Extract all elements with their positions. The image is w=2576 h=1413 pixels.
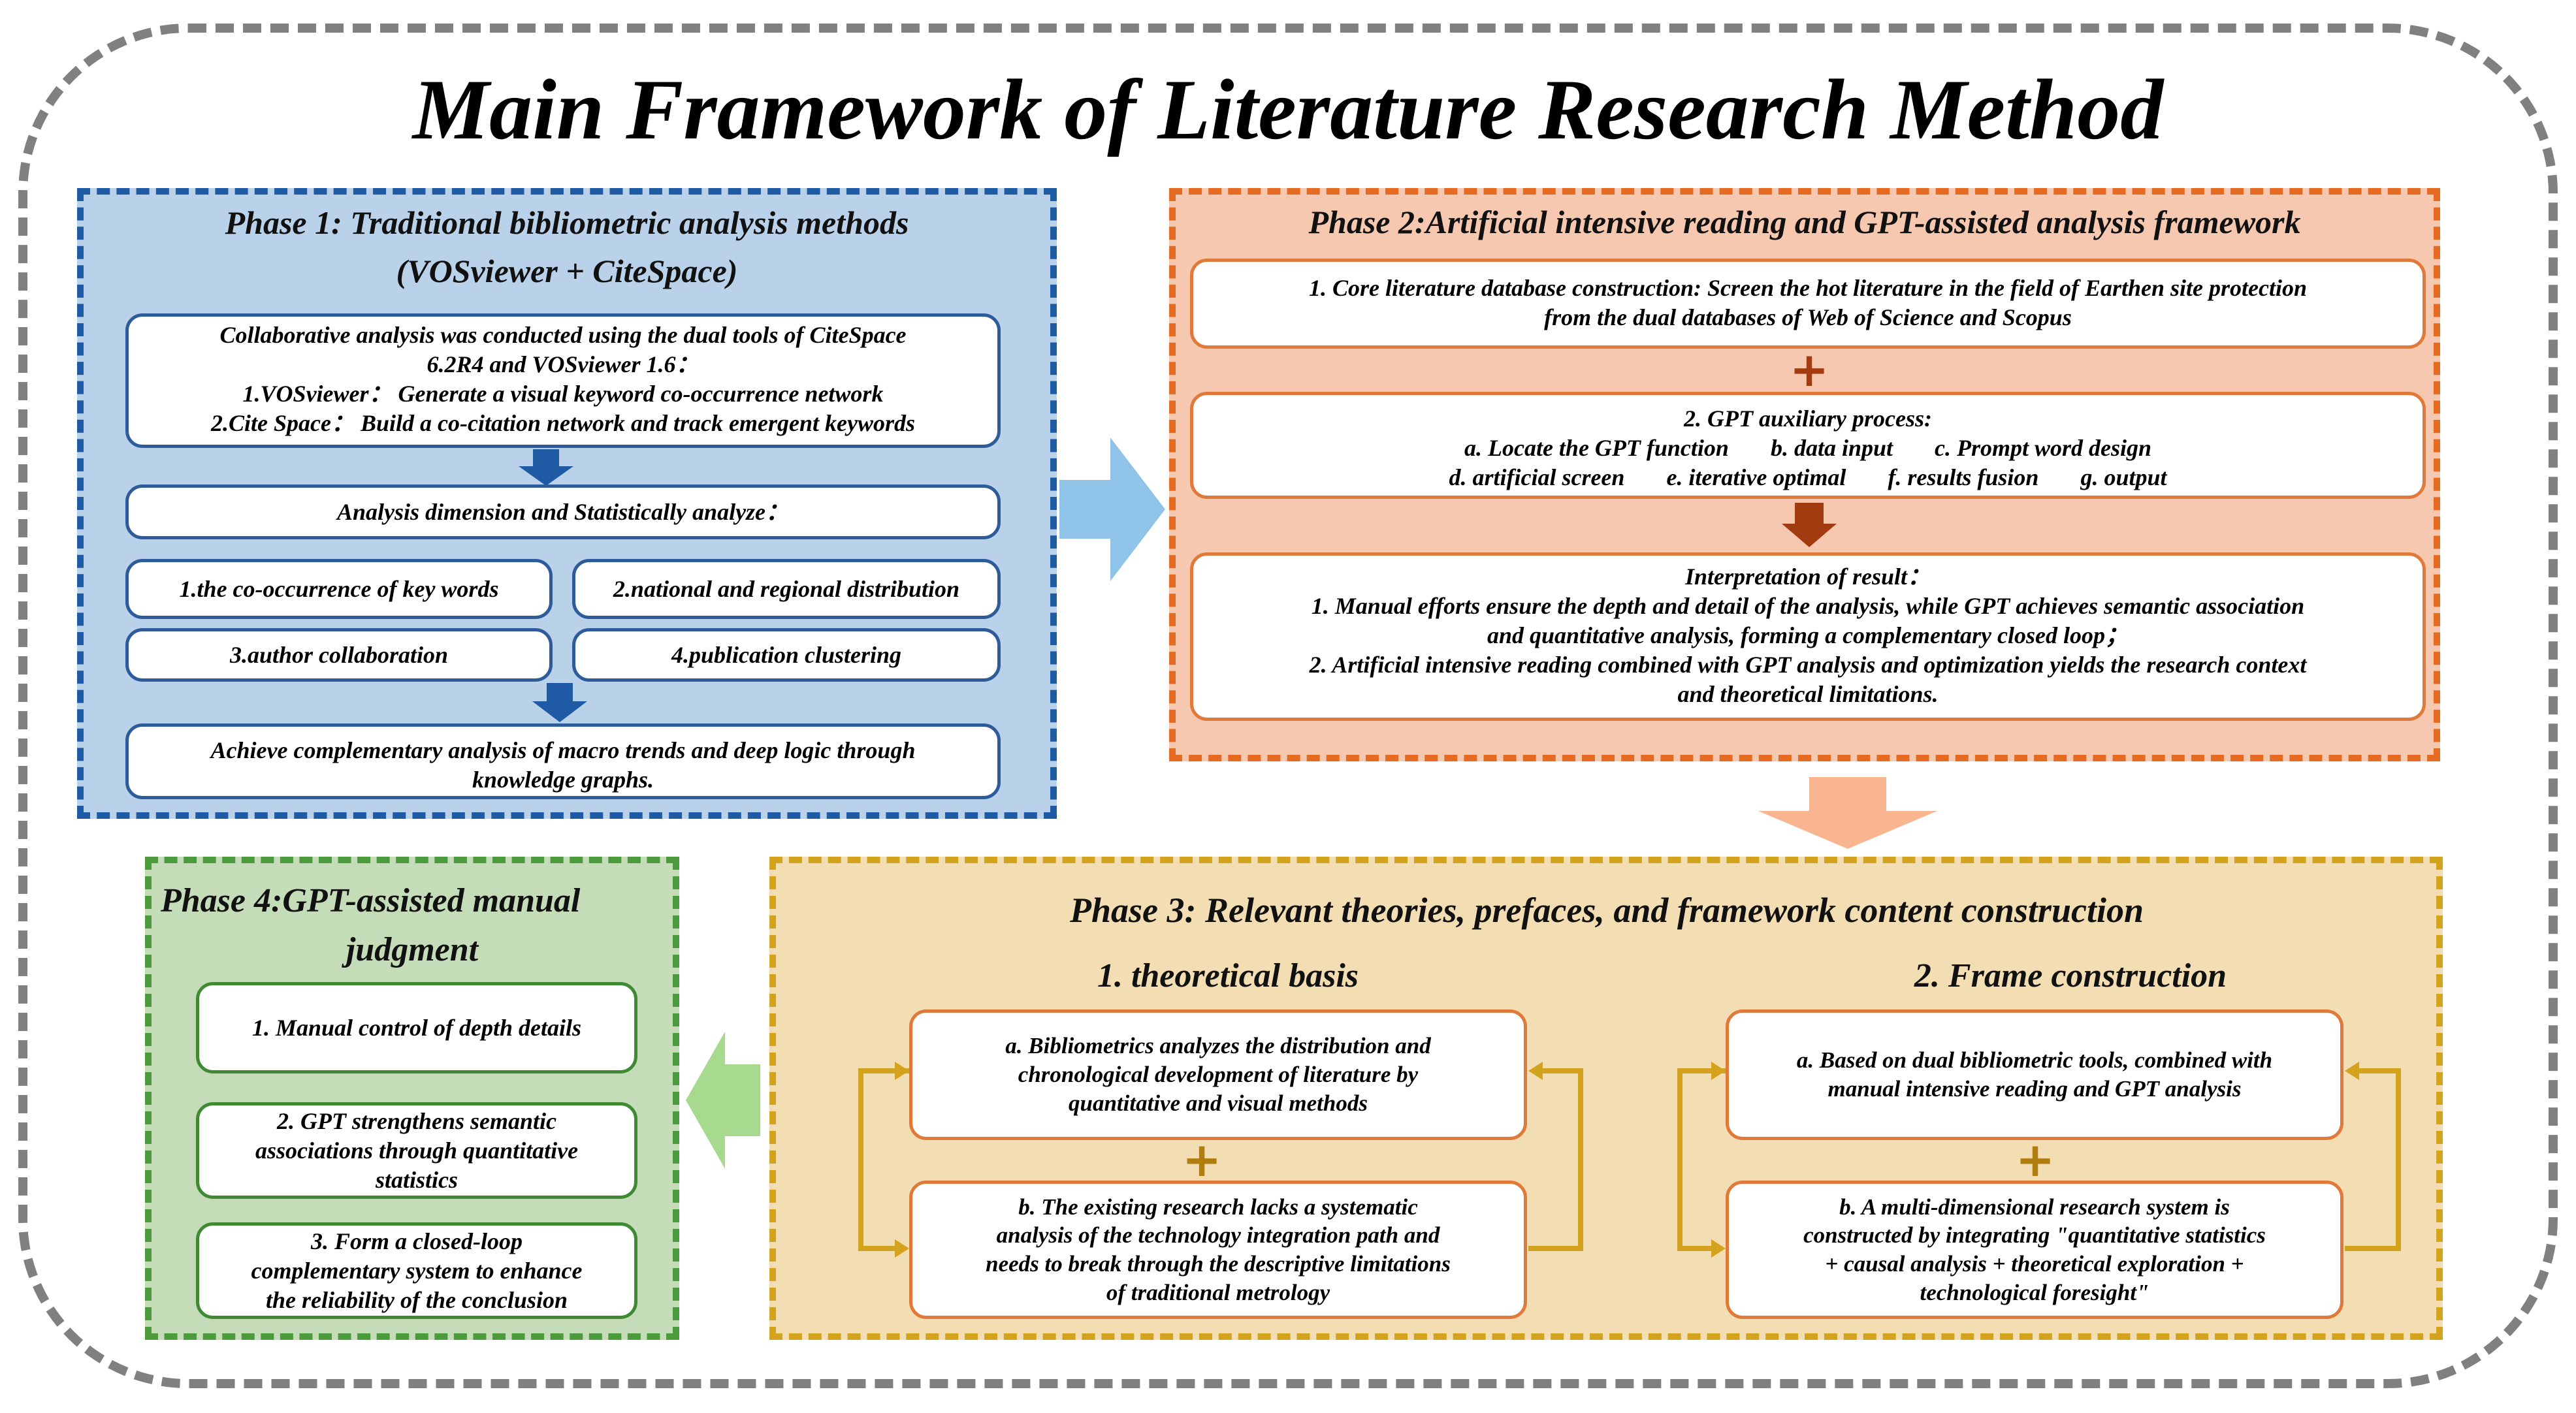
phase3-text-line: b. The existing research lacks a systema… [1018,1194,1418,1220]
phase3-frame-a-box: a. Based on dual bibliometric tools, com… [1726,1009,2343,1140]
down-arrow-icon [1782,503,1837,547]
phase3-text-line: + causal analysis + theoretical explorat… [1825,1251,2244,1277]
phase3-right-heading: 2. Frame construction [1914,957,2227,994]
phase2-title: Phase 2:Artificial intensive reading and… [1308,204,2301,240]
phase3-text-line: technological foresight" [1920,1279,2149,1305]
phase4-text-line: complementary system to enhance [251,1257,583,1284]
loop-arrowhead [1711,1062,1726,1080]
phase1-item-box: 1.the co-occurrence of key words [125,559,553,619]
phase2-result-box: Interpretation of result： 1. Manual effo… [1190,552,2426,721]
phase2-result-line: and theoretical limitations. [1677,681,1939,707]
phase2-step2-item: a. Locate the GPT function [1464,435,1729,461]
phase1-dimension-box: Analysis dimension and Statistically ana… [125,484,1001,539]
loop-arrowhead [895,1239,909,1258]
phase2-step2-item: g. output [2080,464,2167,490]
phase1-intro-line: Collaborative analysis was conducted usi… [219,322,907,348]
phase4-title-line1: Phase 4:GPT-assisted manual [161,882,581,919]
phase3-text-line: constructed by integrating "quantitative… [1803,1222,2266,1248]
phase1-intro-line: 1.VOSviewer： Generate a visual keyword c… [242,381,884,407]
phase3-text-line: of traditional metrology [1106,1279,1330,1305]
loop-arrowhead [1528,1062,1543,1080]
phase1-item-box: 2.national and regional distribution [572,559,1001,619]
phase1-item-box: 3.author collaboration [125,628,553,682]
phase2-step2-row: a. Locate the GPT function b. data input… [1206,434,2409,463]
phase4-text-line: associations through quantitative [255,1137,579,1164]
phase3-frame-b-box: b. A multi-dimensional research system i… [1726,1181,2343,1319]
phase3-theory-a-box: a. Bibliometrics analyzes the distributi… [909,1009,1527,1140]
phase2-step2-item: b. data input [1770,435,1893,461]
phase2-step1-box: 1. Core literature database construction… [1190,259,2426,349]
phase2-result-line: and quantitative analysis, forming a com… [1487,622,2129,648]
phase1-conclusion-box: Achieve complementary analysis of macro … [125,723,1001,799]
arrow-phase3-to-phase4 [686,1032,760,1169]
loop-arrow-right-inner [2345,1068,2401,1251]
phase2-step2-box: 2. GPT auxiliary process: a. Locate the … [1190,392,2426,499]
phase4-title-line2: judgment [346,930,479,968]
main-title: Main Framework of Literature Research Me… [412,61,2164,157]
phase3-text-line: a. Bibliometrics analyzes the distributi… [1005,1033,1431,1059]
phase1-title-line2: (VOSviewer + CiteSpace) [396,253,738,289]
phase4-text-line: 3. Form a closed-loop [311,1228,523,1254]
phase1-title-line1: Phase 1: Traditional bibliometric analys… [225,204,909,241]
arrow-phase2-to-phase3 [1758,777,1937,849]
phase3-text-line: manual intensive reading and GPT analysi… [1827,1076,2242,1102]
phase3-text-line: a. Based on dual bibliometric tools, com… [1796,1047,2273,1073]
phase2-step2-row: d. artificial screen e. iterative optima… [1206,463,2409,492]
phase3-theory-b-box: b. The existing research lacks a systema… [909,1181,1527,1319]
phase2-step1-line: 1. Core literature database construction… [1308,275,2308,301]
phase2-step1-line: from the dual databases of Web of Scienc… [1544,304,2072,330]
phase3-text-line: analysis of the technology integration p… [996,1222,1440,1248]
phase3-text-line: needs to break through the descriptive l… [986,1251,1451,1277]
phase1-conclusion-line: Achieve complementary analysis of macro … [210,737,916,763]
outer-frame [18,24,2558,1388]
phase3-text-line: quantitative and visual methods [1069,1090,1368,1116]
down-arrow-icon [532,683,587,722]
down-arrow-icon [519,449,573,486]
loop-arrow-left-outer [858,1068,909,1251]
phase2-step2-item: d. artificial screen [1449,464,1625,490]
plus-icon: + [1789,342,1829,397]
phase2-step2-item: e. iterative optimal [1666,464,1846,490]
phase1-intro-line: 2.Cite Space： Build a co-citation networ… [211,410,915,436]
phase4-item3-box: 3. Form a closed-loop complementary syst… [196,1222,637,1319]
phase4-item1-box: 1. Manual control of depth details [196,982,637,1073]
phase2-result-line: 2. Artificial intensive reading combined… [1309,652,2307,678]
phase2-result-title: Interpretation of result： [1684,564,1931,590]
phase4-text-line: the reliability of the conclusion [265,1286,568,1313]
phase2-result-line: 1. Manual efforts ensure the depth and d… [1311,593,2305,619]
plus-icon: + [1182,1132,1222,1187]
loop-arrow-left-inner [1528,1068,1583,1251]
phase3-left-heading: 1. theoretical basis [1097,957,1359,994]
phase1-intro-box: Collaborative analysis was conducted usi… [125,313,1001,448]
loop-arrowhead [2345,1062,2359,1080]
phase1-item-box: 4.publication clustering [572,628,1001,682]
phase2-step2-item: c. Prompt word design [1935,435,2152,461]
phase4-text-line: 2. GPT strengthens semantic [276,1107,557,1134]
phase4-text-line: statistics [375,1166,459,1193]
phase1-intro-line: 6.2R4 and VOSviewer 1.6： [427,351,700,377]
phase2-step2-title: 2. GPT auxiliary process: [1684,405,1932,432]
phase2-step2-item: f. results fusion [1888,464,2039,490]
arrow-phase1-to-phase2 [1059,437,1165,581]
phase3-title: Phase 3: Relevant theories, prefaces, an… [1070,891,2144,930]
phase3-text-line: chronological development of literature … [1018,1062,1419,1088]
loop-arrowhead [1711,1239,1726,1258]
phase4-item2-box: 2. GPT strengthens semantic associations… [196,1102,637,1199]
loop-arrow-right-outer [1677,1068,1726,1251]
loop-arrowhead [895,1062,909,1080]
phase1-conclusion-line: knowledge graphs. [472,767,654,793]
phase3-text-line: b. A multi-dimensional research system i… [1839,1194,2230,1220]
plus-icon: + [2015,1132,2055,1187]
